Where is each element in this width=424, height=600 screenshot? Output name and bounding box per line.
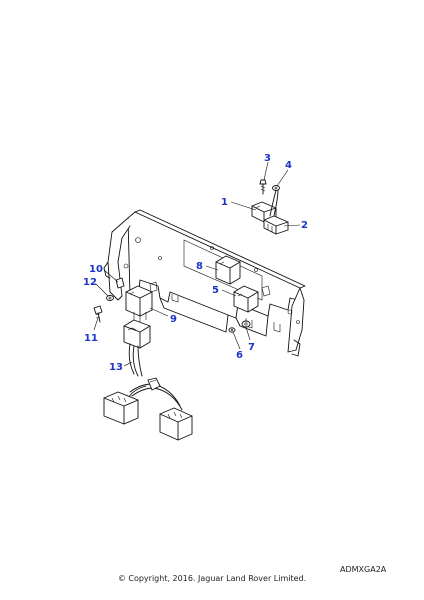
callout-8: 8 xyxy=(196,261,203,272)
screw-item-3 xyxy=(259,179,267,195)
clip-item-10 xyxy=(115,277,125,289)
bolt-item-11 xyxy=(93,305,103,323)
callout-labels: 1 2 3 4 5 6 7 8 9 10 11 12 13 xyxy=(83,153,308,373)
callout-9: 9 xyxy=(170,314,177,325)
callout-5: 5 xyxy=(212,285,219,296)
connector-item-13 xyxy=(123,319,151,377)
leader-lines xyxy=(93,161,301,367)
relay-base-item-2 xyxy=(263,189,289,235)
callout-4: 4 xyxy=(285,160,292,171)
callout-12: 12 xyxy=(83,277,97,288)
washer-item-7 xyxy=(241,320,251,328)
relay-item-5 xyxy=(233,285,259,313)
callout-6: 6 xyxy=(236,350,243,361)
callout-2: 2 xyxy=(301,220,308,231)
copyright-notice: © Copyright, 2016. Jaguar Land Rover Lim… xyxy=(117,574,307,583)
callout-3: 3 xyxy=(264,153,271,164)
callout-11: 11 xyxy=(84,333,98,344)
callout-10: 10 xyxy=(89,264,103,275)
wiring-harness xyxy=(103,377,193,441)
washer-item-4 xyxy=(272,185,280,191)
callout-13: 13 xyxy=(109,362,123,373)
washer-item-12 xyxy=(106,295,114,301)
callout-7: 7 xyxy=(248,342,255,353)
relay-item-8 xyxy=(215,255,241,285)
nut-item-6 xyxy=(228,327,236,333)
callout-1: 1 xyxy=(221,197,228,208)
relay-item-9 xyxy=(125,285,153,322)
diagram-reference-code: ADMXGA2A xyxy=(340,565,387,574)
